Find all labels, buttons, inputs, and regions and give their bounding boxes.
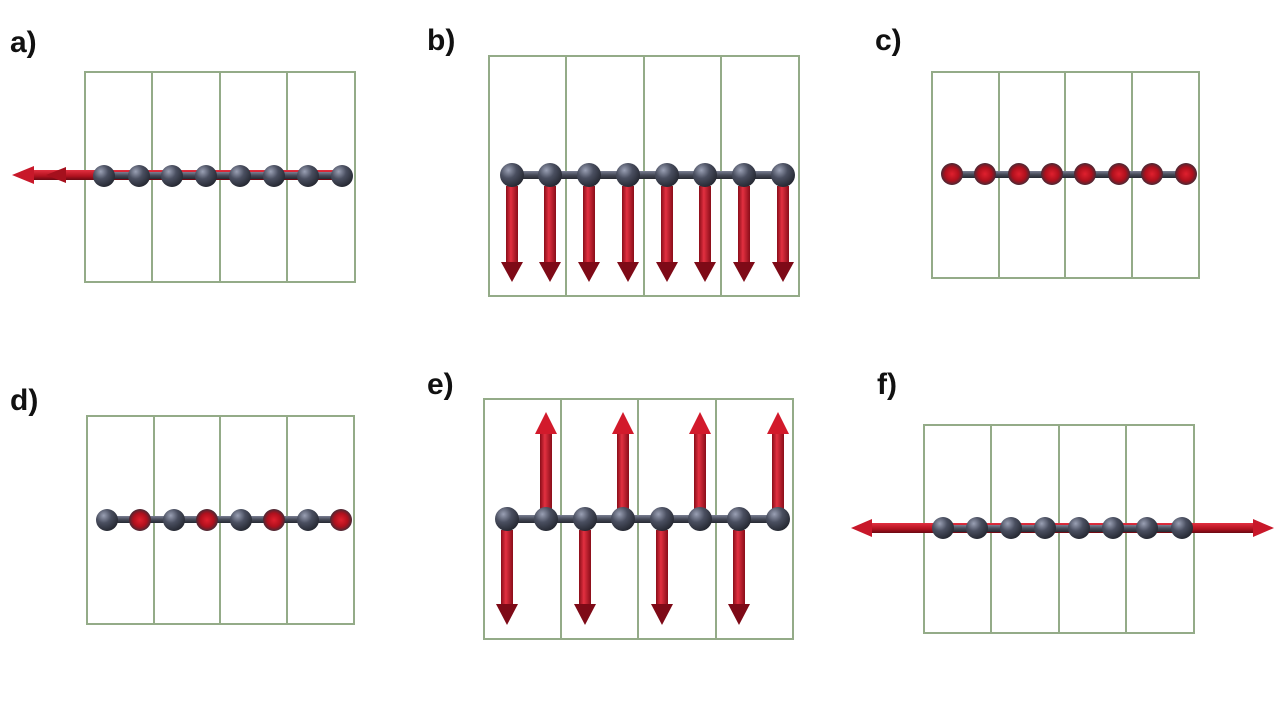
panel-e-arrows-up — [535, 412, 789, 510]
panel-f: f) — [851, 368, 1274, 634]
panel-f-chain — [932, 517, 1193, 539]
panel-c-label: c) — [875, 24, 902, 57]
panel-c-chain — [941, 163, 1197, 185]
panel-d-chain — [96, 509, 352, 531]
panel-b-arrows-down — [501, 186, 794, 282]
panel-b-label: b) — [427, 24, 455, 57]
panel-f-label: f) — [877, 368, 897, 401]
panel-e-chain — [495, 507, 790, 531]
panel-a-label: a) — [10, 26, 37, 59]
panel-e: e) — [427, 368, 794, 640]
panel-d-label: d) — [10, 384, 38, 417]
panel-b-chain — [500, 163, 795, 282]
panel-d: d) — [10, 384, 355, 625]
panel-a: a) — [10, 26, 356, 283]
panel-a-chain — [93, 165, 353, 187]
panel-b: b) — [427, 24, 800, 297]
panel-e-label: e) — [427, 368, 454, 401]
panel-e-arrows-down — [496, 530, 750, 625]
panel-c: c) — [875, 24, 1200, 279]
